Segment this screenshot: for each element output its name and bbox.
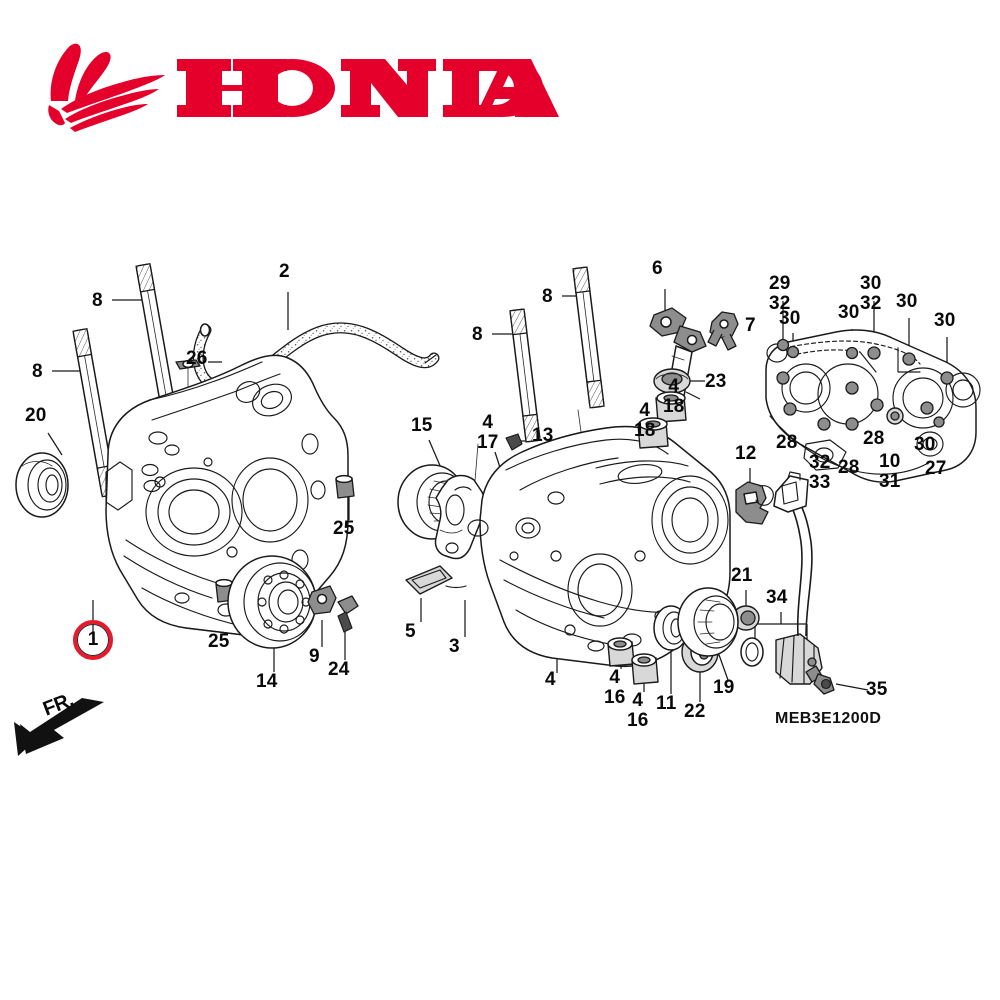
callout-22-oil-seal[interactable]: 22 bbox=[684, 701, 706, 722]
part-stopper-12 bbox=[735, 481, 774, 525]
callout-21-dowel[interactable]: 21 bbox=[731, 565, 753, 586]
callout-4-16-bearing[interactable]: 4 16 bbox=[627, 690, 649, 731]
callout-1-highlight-ring bbox=[73, 620, 113, 660]
callout-3-gasket[interactable]: 3 bbox=[449, 636, 460, 657]
part-oil-seal-20 bbox=[15, 452, 69, 518]
part-sensor-34 bbox=[740, 471, 823, 685]
part-bearing-4-18-b bbox=[637, 417, 669, 449]
part-clip-7 bbox=[707, 311, 739, 351]
callout-30-bolt[interactable]: 30 bbox=[914, 434, 936, 455]
callout-29-32-bolt[interactable]: 29 32 bbox=[769, 273, 791, 314]
callout-30-bolt[interactable]: 30 bbox=[779, 308, 801, 329]
callout-28-bolt[interactable]: 28 bbox=[838, 457, 860, 478]
callout-13-dowel-pin[interactable]: 13 bbox=[532, 425, 554, 446]
callout-28-bolt[interactable]: 28 bbox=[863, 428, 885, 449]
callout-30-32-bolt[interactable]: 30 32 bbox=[860, 273, 882, 314]
callout-23-collar[interactable]: 23 bbox=[705, 371, 727, 392]
arrow-front-icon bbox=[14, 698, 104, 756]
callout-35-bolt[interactable]: 35 bbox=[866, 679, 888, 700]
callout-10-31-bolt[interactable]: 10 31 bbox=[879, 451, 901, 492]
part-bolt-35 bbox=[805, 665, 835, 695]
callout-32-33-bolt[interactable]: 32 33 bbox=[809, 452, 831, 493]
callout-11-bearing[interactable]: 11 bbox=[656, 693, 677, 714]
part-right-cover-plate bbox=[765, 329, 981, 483]
callout-6-oil-pipe[interactable]: 6 bbox=[652, 258, 663, 279]
callout-1-number: 1 bbox=[87, 629, 99, 650]
callout-9-plate[interactable]: 9 bbox=[309, 646, 320, 667]
callout-1-crankcase-left[interactable]: 1 bbox=[73, 620, 113, 660]
part-ball-bearing-14 bbox=[227, 555, 317, 649]
part-bearing-4-16-a bbox=[607, 637, 635, 667]
part-oil-seal-19 bbox=[677, 587, 739, 657]
callout-25-dowel-pin[interactable]: 25 bbox=[333, 518, 355, 539]
callout-26-clip[interactable]: 26 bbox=[186, 348, 208, 369]
callout-7-clip[interactable]: 7 bbox=[745, 315, 756, 336]
bolt-10-31 bbox=[886, 407, 904, 425]
part-dowel-13 bbox=[505, 433, 523, 451]
part-bearing-4-16-b bbox=[631, 653, 659, 685]
honda-wordmark bbox=[177, 58, 559, 118]
callout-4-18-bearing[interactable]: 4 18 bbox=[663, 376, 685, 417]
part-breather-hose bbox=[192, 322, 440, 393]
callout-30-bolt[interactable]: 30 bbox=[838, 302, 860, 323]
callout-4-17-oil-seal[interactable]: 4 17 bbox=[477, 412, 499, 453]
part-dowel-21 bbox=[732, 605, 760, 631]
callout-8-stud-bolt[interactable]: 8 bbox=[32, 361, 43, 382]
callout-8-stud-bolt[interactable]: 8 bbox=[542, 286, 553, 307]
callout-14-ball-bearing[interactable]: 14 bbox=[256, 671, 278, 692]
honda-brand-logo bbox=[45, 35, 565, 140]
callout-25-dowel-pin[interactable]: 25 bbox=[208, 631, 230, 652]
part-bearing-4-18-a bbox=[655, 391, 687, 423]
callout-12-stopper[interactable]: 12 bbox=[735, 443, 757, 464]
part-plate-9 bbox=[307, 585, 337, 615]
part-bolt-24 bbox=[337, 595, 359, 633]
callout-20-oil-seal[interactable]: 20 bbox=[25, 405, 47, 426]
part-dowel-pin-25a bbox=[335, 474, 355, 499]
callout-5-strainer[interactable]: 5 bbox=[405, 621, 416, 642]
callout-2-breather-hose[interactable]: 2 bbox=[279, 261, 290, 282]
callout-24-bolt[interactable]: 24 bbox=[328, 659, 350, 680]
part-strainer-5 bbox=[405, 565, 453, 595]
callout-15-needle-bearing[interactable]: 15 bbox=[411, 415, 433, 436]
callout-4-16-bearing[interactable]: 4 16 bbox=[604, 667, 626, 708]
callout-34-sensor-set[interactable]: 34 bbox=[766, 587, 788, 608]
callout-8-stud-bolt[interactable]: 8 bbox=[92, 290, 103, 311]
callout-30-bolt[interactable]: 30 bbox=[934, 310, 956, 331]
callout-4-bearing[interactable]: 4 bbox=[545, 669, 556, 690]
callout-28-bolt[interactable]: 28 bbox=[776, 432, 798, 453]
part-gasket-3 bbox=[434, 474, 486, 589]
callout-8-stud-bolt[interactable]: 8 bbox=[472, 324, 483, 345]
honda-wing-icon bbox=[48, 43, 165, 132]
callout-30-bolt[interactable]: 30 bbox=[896, 291, 918, 312]
diagram-code: MEB3E1200D bbox=[775, 710, 882, 727]
callout-4-18-bearing[interactable]: 4 18 bbox=[634, 400, 656, 441]
callout-19-oil-seal[interactable]: 19 bbox=[713, 677, 735, 698]
callout-27-oil-seal[interactable]: 27 bbox=[925, 458, 947, 479]
